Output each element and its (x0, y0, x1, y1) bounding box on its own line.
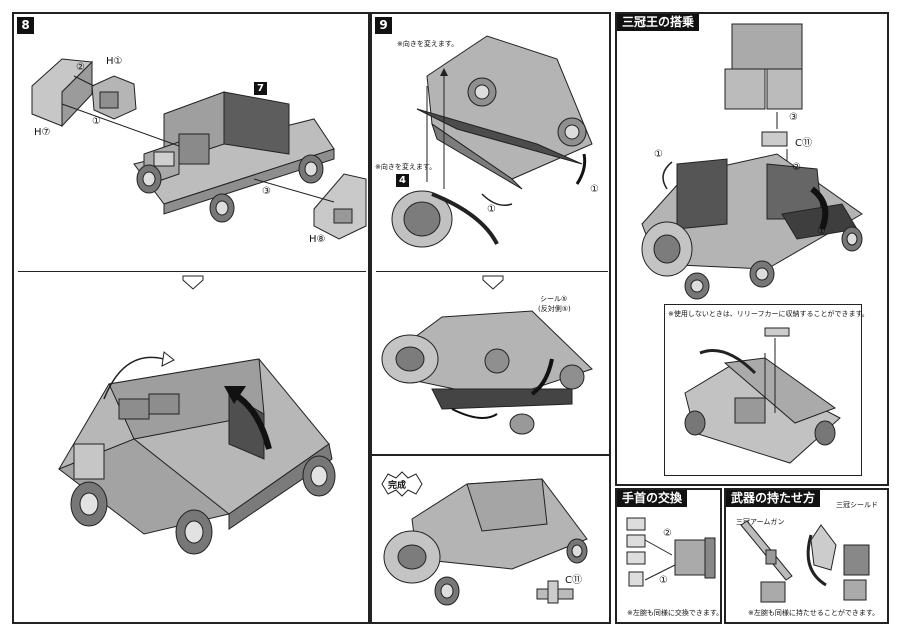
pilot-boarding-illustration (641, 23, 863, 300)
hand-swap-note: ※左腕も同様に交換できます。 (627, 609, 724, 617)
seal-opposite-label: (反対側⑤) (538, 305, 571, 313)
step8-divider (18, 271, 366, 272)
weapon-illustration (740, 520, 870, 603)
down-arrow-icon (482, 275, 504, 290)
step9-assembly-illustration (391, 35, 593, 248)
storage-note: ※使用しないときは、リリーフカーに収納することができます。 (668, 310, 869, 318)
weapon-panel: 武器の持たせ方 三冠アームガン 三冠シールド ※左腕も同様に持たせることができま… (724, 488, 889, 624)
arrow-label-3: ③ (789, 112, 798, 123)
part-c11-label: C⑪ (795, 138, 812, 149)
subassembly-7: 7 (254, 82, 267, 95)
arrow-label-2: ② (663, 528, 672, 539)
step-number: 9 (375, 17, 392, 34)
arrow-label-1a: ① (487, 204, 496, 215)
arrow-label-1: ① (659, 575, 668, 586)
storage-illustration (684, 327, 841, 464)
pilot-boarding-panel: 三冠王の搭乗 C⑪ ③ ② ① ① ※使用しないときは、リリーフカーに収納するこ… (615, 12, 889, 486)
seal-label: シール⑤ (540, 295, 568, 303)
arrow-label-2: ② (76, 62, 85, 73)
part-c11-label: C⑪ (565, 575, 582, 586)
arrow-label-1b: ① (817, 226, 826, 237)
arrow-label-1: ① (654, 149, 663, 160)
section-title: 手首の交換 (617, 490, 688, 507)
section-title: 三冠王の搭乗 (617, 14, 700, 31)
shield-label: 三冠シールド (836, 501, 878, 509)
arrow-label-1: ① (92, 116, 101, 127)
step-number: 8 (17, 17, 34, 34)
arrow-label-1b: ① (590, 184, 599, 195)
step9-divider (376, 271, 608, 272)
hand-swap-illustration (626, 517, 716, 587)
weapon-note: ※左腕も同様に持たせることができます。 (748, 609, 880, 617)
section-title: 武器の持たせ方 (726, 490, 821, 507)
step9-result-illustration (381, 310, 593, 435)
arrow-label-3: ③ (262, 186, 271, 197)
step8-result-illustration (57, 351, 336, 555)
complete-badge-label: 完成 (388, 481, 407, 491)
storage-note-box: ※使用しないときは、リリーフカーに収納することができます。 (664, 304, 869, 476)
hand-swap-panel: 手首の交換 ② ① ※左腕も同様に交換できます。 (615, 488, 724, 624)
arrow-label-2: ② (792, 162, 801, 173)
note-change-direction-top: ※向きを変えます。 (397, 40, 459, 48)
arm-gun-label: 三冠アームガン (736, 518, 785, 526)
callout-h1: H① (106, 56, 123, 67)
complete-divider (372, 454, 609, 456)
step8-exploded-illustration (31, 58, 367, 240)
complete-badge-icon (381, 471, 423, 497)
note-change-direction-mid: ※向きを変えます。 (375, 163, 437, 171)
step8-panel: 8 (12, 12, 370, 624)
down-arrow-icon (182, 275, 204, 290)
step9-panel: 9 ※向きを変えます。 ※向きを変えます。 4 ① ① シール⑤ (反対側⑤) (370, 12, 611, 624)
callout-h8: H⑧ (309, 234, 326, 245)
complete-vehicle-illustration (383, 478, 588, 606)
subassembly-4: 4 (396, 174, 409, 187)
callout-h7: H⑦ (34, 127, 51, 138)
